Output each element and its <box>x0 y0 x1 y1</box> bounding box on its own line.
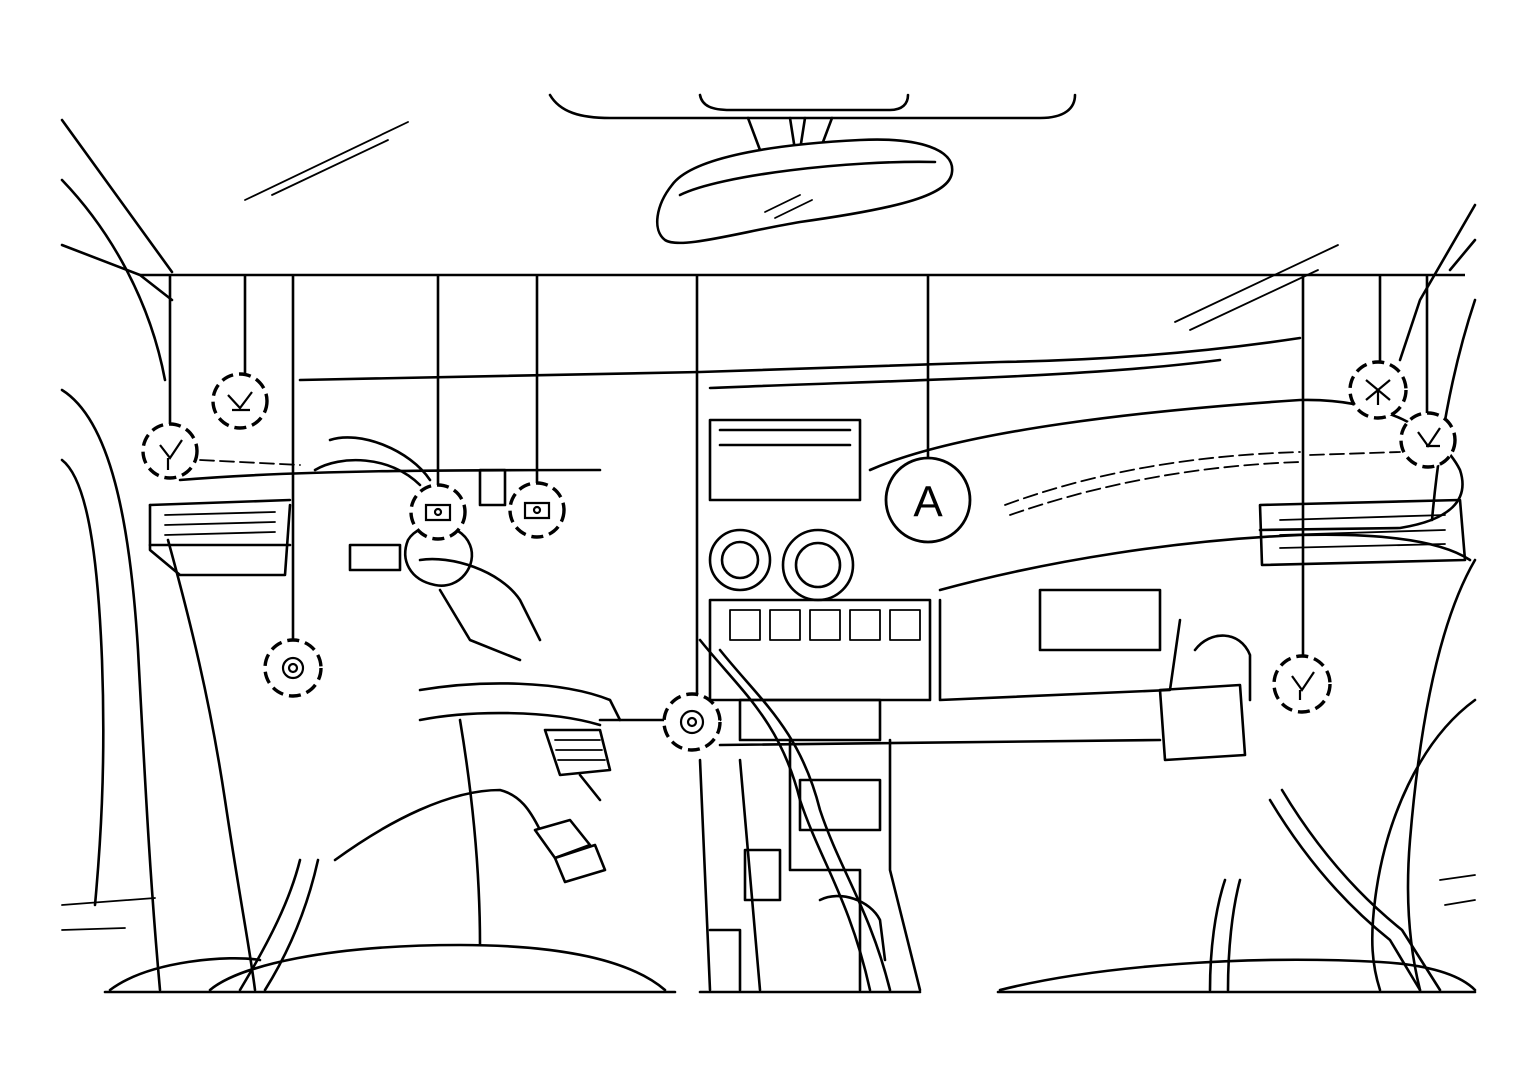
clip-marker <box>211 372 269 430</box>
clip-marker <box>141 422 199 480</box>
clip-marker <box>409 483 467 541</box>
clip-locations <box>141 360 1457 752</box>
leader-lines <box>140 273 1465 700</box>
windshield-reflection <box>244 121 1339 331</box>
headliner-edge <box>548 93 1077 120</box>
steering-column <box>313 436 542 662</box>
center-console <box>698 738 922 992</box>
pedal <box>418 682 622 802</box>
clip-marker <box>508 481 566 539</box>
clip-marker <box>263 638 323 698</box>
instrument-panel <box>148 336 1472 592</box>
left-a-pillar <box>60 118 257 992</box>
callout-a-circle <box>884 456 972 544</box>
clip-marker <box>1272 654 1332 714</box>
rear-view-mirror <box>656 116 954 245</box>
right-a-pillar <box>1370 203 1477 992</box>
clip-marker <box>1348 360 1408 420</box>
callout-a: A <box>884 456 972 544</box>
clip-marker <box>1399 411 1457 469</box>
callout-a-label: A <box>913 478 943 527</box>
seats <box>108 718 1477 992</box>
center-stack <box>708 418 932 742</box>
wiring-harness <box>238 638 1442 992</box>
clip-marker <box>662 692 722 752</box>
